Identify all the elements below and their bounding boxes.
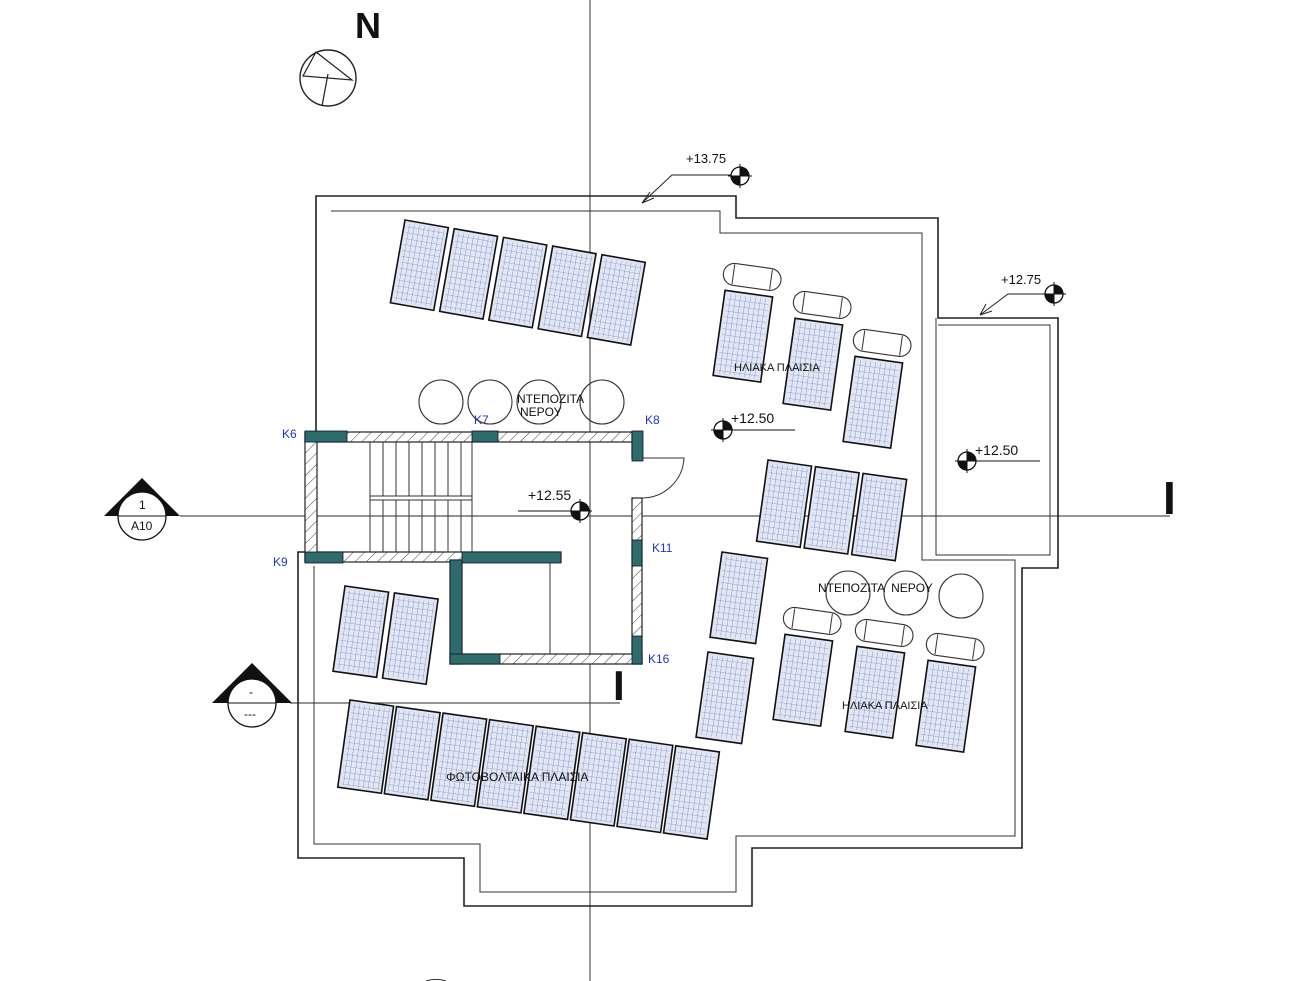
door-swing (641, 457, 685, 499)
level-crosshair-icon (728, 164, 752, 188)
level-top-parapet: +13.75 (686, 151, 726, 166)
stair-core (304, 430, 685, 665)
roof-outline (297, 195, 1059, 907)
column-tag-k11: K11 (652, 541, 673, 555)
section-mark-left (104, 478, 180, 541)
level-crosshair-icon (518, 499, 592, 523)
solar-collector-group-bottom (772, 606, 985, 754)
level-crosshair-icon (955, 449, 1040, 473)
water-tank-label-top-1: ΝΤΕΠΟΖΙΤΑ (517, 392, 584, 406)
section-lower-number: - (249, 685, 253, 699)
water-tank-label-bottom: ΝΤΕΠΟΖΙΤΑ ΝΕΡΟΥ (818, 581, 933, 595)
section-lower-sheet: --- (244, 707, 256, 721)
level-roof-main: +12.50 (731, 410, 774, 426)
section-left-sheet: A10 (131, 519, 153, 533)
column-tag-k8: K8 (645, 413, 660, 427)
section-left-number: 1 (139, 498, 146, 512)
water-tank-group-top (418, 379, 625, 425)
north-label: N (355, 5, 381, 46)
pv-label: ΦΩΤΟΒΟΛΤΑΙΚΑ ΠΛΑΙΣΙΑ (446, 770, 588, 784)
column-tag-k7: K7 (474, 413, 489, 427)
section-letter-bottom: I (613, 662, 625, 709)
pv-panel-group-left (332, 585, 439, 686)
pv-panel-group-right-vertical (695, 551, 769, 745)
section-mark-lower (212, 663, 292, 728)
pv-panel-group-bottom (336, 699, 721, 840)
solar-label-bottom: ΗΛΙΑΚΑ ΠΛΑΙΣΙΑ (842, 700, 928, 712)
water-tank-group-bottom (825, 570, 984, 619)
level-crosshair-icon (1042, 282, 1066, 306)
column-tag-k6: K6 (282, 427, 297, 441)
section-letter-right: I (1163, 472, 1176, 524)
level-roof-side: +12.50 (975, 442, 1018, 458)
level-side-parapet: +12.75 (1001, 272, 1041, 287)
column-tag-k16: K16 (648, 652, 670, 666)
level-marker-side (979, 293, 1052, 316)
solar-label-top: ΗΛΙΑΚΑ ΠΛΑΙΣΙΑ (734, 362, 820, 374)
level-crosshair-icon (711, 418, 795, 442)
solar-collector-group-top (712, 262, 912, 450)
pv-panel-group-top-grid (393, 223, 642, 342)
column-tag-k9: K9 (273, 555, 288, 569)
level-stair-landing: +12.55 (528, 487, 571, 503)
north-arrow-icon (299, 49, 357, 107)
level-marker-top (641, 174, 738, 204)
water-tank-label-top-2: ΝΕΡΟΥ (520, 405, 562, 419)
pv-panel-group-middle (755, 459, 908, 562)
